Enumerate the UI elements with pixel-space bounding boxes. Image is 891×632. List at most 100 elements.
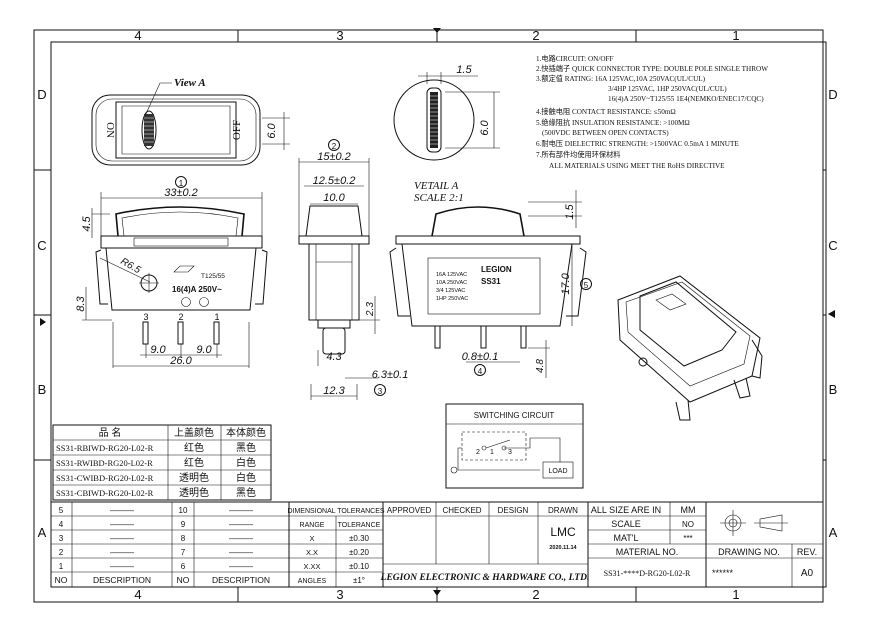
profile-view: LEGION SS31 16A 125VAC 10A 250VAC 3/4 12… bbox=[389, 190, 592, 378]
rev-dash: ——— bbox=[229, 534, 253, 543]
side-bottom-marker: 3 bbox=[378, 387, 383, 396]
terminal-label: 3 bbox=[143, 312, 148, 322]
parts-header: 本体颜色 bbox=[226, 426, 266, 439]
tolerance-value: ±1° bbox=[353, 576, 365, 585]
dim-front-width: 33±0.2 bbox=[164, 187, 198, 199]
parts-cell: SS31-RBIWD-RG20-L02-R bbox=[56, 443, 154, 453]
note-line: 1.电路CIRCUIT: ON/OFF bbox=[536, 54, 614, 63]
front-rating-text: 16(4)A 250V~ bbox=[172, 285, 222, 294]
dim-profile-170: 17.0 bbox=[560, 272, 572, 294]
parts-cell: 黑色 bbox=[236, 486, 256, 499]
rev-no: 2 bbox=[59, 548, 64, 557]
parts-cell: SS31-CBIWD-RG20-L02-R bbox=[56, 488, 154, 498]
projection-symbol-icon bbox=[720, 510, 788, 536]
dim-side-bottom: 12.3 bbox=[323, 385, 345, 397]
dim-side-63: 6.3±0.1 bbox=[372, 369, 409, 381]
parts-cell: 红色 bbox=[184, 456, 204, 469]
parts-cell: 红色 bbox=[184, 441, 204, 454]
col-label-bottom: 4 bbox=[134, 587, 141, 602]
profile-rating: 16A 125VAC bbox=[436, 272, 467, 278]
tolerance-value: ±0.10 bbox=[349, 562, 370, 571]
profile-rating: 10A 250VAC bbox=[436, 280, 467, 286]
dim-pitch-2: 9.0 bbox=[196, 344, 212, 356]
dim-detail-width: 1.5 bbox=[456, 64, 472, 76]
checked-label: CHECKED bbox=[442, 506, 481, 515]
mat-label: MAT'L bbox=[613, 533, 638, 543]
note-line: 6.耐电压 DIELECTRIC STRENGTH: >1500VAC 0.5m… bbox=[536, 139, 739, 148]
revision-table: 5 4 3 2 1 10 9 8 7 6 ——— ——— ——— ——— ———… bbox=[50, 501, 290, 588]
row-label-right: B bbox=[829, 382, 838, 397]
note-line: 7.所有部件均使用环保材料 bbox=[536, 150, 620, 159]
drawing-no-label: DRAWING NO. bbox=[718, 547, 780, 557]
row-label-right: C bbox=[828, 238, 837, 253]
parts-cell: 白色 bbox=[236, 471, 256, 484]
row-label-right: A bbox=[829, 525, 838, 540]
dim-profile-48: 4.8 bbox=[535, 359, 546, 373]
tolerance-header: RANGE bbox=[300, 522, 325, 529]
detail-a-title: VETAIL A bbox=[414, 180, 459, 192]
terminal-label: 2 bbox=[178, 312, 183, 322]
note-line: 16(4)A 250V~T125/55 1E4(NEMKO/ENEC17/CQC… bbox=[608, 95, 764, 103]
rev-no: 1 bbox=[59, 562, 64, 571]
tolerance-header: TOLERANCE bbox=[338, 522, 381, 529]
switching-circuit: SWITCHING CIRCUIT 2 1 3 LOAD bbox=[445, 403, 584, 489]
parts-cell: SS31-RWIBD-RG20-L02-R bbox=[56, 458, 153, 468]
note-line: 3.额定值 RATING: 16A 125VAC,10A 250VAC(UL/C… bbox=[536, 74, 706, 83]
row-label-left: C bbox=[37, 238, 46, 253]
row-label-right: D bbox=[828, 87, 837, 102]
parts-cell: 透明色 bbox=[179, 471, 209, 484]
dim-side-inner: 12.5±0.2 bbox=[313, 175, 356, 187]
spec-notes: 1.电路CIRCUIT: ON/OFF 2.快插端子 QUICK CONNECT… bbox=[536, 54, 768, 170]
dim-profile-08: 0.8±0.1 bbox=[462, 351, 499, 363]
parts-header: 上盖颜色 bbox=[174, 426, 214, 439]
rev-no: 4 bbox=[59, 520, 64, 529]
rev-header-no: NO bbox=[55, 575, 68, 585]
drawn-date: 2020.11.14 bbox=[549, 545, 577, 551]
profile-model: SS31 bbox=[481, 277, 501, 286]
tolerance-range: ANGLES bbox=[298, 578, 327, 585]
dim-front-tab: 4.5 bbox=[81, 215, 93, 231]
rev-header-desc: DESCRIPTION bbox=[93, 575, 151, 585]
front-view: 1 33±0.2 4.5 R6.5 8.3 T125/55 16(4)A 250… bbox=[75, 176, 268, 368]
col-label-bottom: 2 bbox=[532, 587, 539, 602]
parts-cell: 黑色 bbox=[236, 441, 256, 454]
dim-front-height: 8.3 bbox=[75, 295, 87, 311]
rev-value: A0 bbox=[801, 568, 814, 579]
rev-no: 5 bbox=[59, 506, 64, 515]
rev-no: 8 bbox=[181, 534, 186, 543]
design-label: DESIGN bbox=[498, 506, 529, 515]
col-label-top: 2 bbox=[532, 28, 539, 43]
title-block: APPROVED CHECKED DESIGN DRAWN LMC 2020.1… bbox=[380, 501, 824, 588]
tolerance-range: X.X bbox=[306, 548, 318, 557]
parts-cell: SS31-CWIBD-RG20-L02-R bbox=[56, 473, 154, 483]
grid-labels: 4 3 2 1 4 3 2 1 D C B A D C B A bbox=[37, 28, 837, 602]
col-label-bottom: 1 bbox=[732, 587, 739, 602]
material-no-label: MATERIAL NO. bbox=[616, 547, 679, 557]
view-a-label: View A bbox=[174, 77, 206, 89]
circuit-terminal: 2 bbox=[476, 449, 480, 456]
circuit-title: SWITCHING CIRCUIT bbox=[474, 411, 555, 420]
profile-side-marker: 5 bbox=[584, 281, 589, 290]
profile-bottom-marker: 4 bbox=[478, 367, 483, 376]
side-view-marker: 2 bbox=[332, 142, 337, 151]
rev-no: 6 bbox=[181, 562, 186, 571]
rev-no: 7 bbox=[181, 548, 186, 557]
circuit-terminal: 1 bbox=[490, 449, 494, 456]
note-line: (500VDC BETWEEN OPEN CONTACTS) bbox=[542, 129, 669, 137]
rev-dash: ——— bbox=[229, 506, 253, 515]
col-label-top: 1 bbox=[732, 28, 739, 43]
material-no-value: SS31-****D-RG20-L02-R bbox=[604, 569, 691, 578]
dim-side-width: 15±0.2 bbox=[317, 151, 351, 163]
parts-cell: 透明色 bbox=[179, 486, 209, 499]
rev-dash: ——— bbox=[229, 562, 253, 571]
dim-side-23: 2.3 bbox=[365, 302, 376, 317]
rev-header-desc: DESCRIPTION bbox=[212, 575, 270, 585]
detail-a-scale: SCALE 2:1 bbox=[414, 192, 464, 204]
rev-label: REV. bbox=[797, 547, 817, 557]
note-line: ALL MATERIALS USING MEET THE RoHS DIRECT… bbox=[549, 162, 725, 170]
dim-front-radius: R6.5 bbox=[119, 256, 143, 276]
rev-dash: ——— bbox=[229, 548, 253, 557]
parts-cell: 白色 bbox=[236, 456, 256, 469]
rev-dash: ——— bbox=[229, 520, 253, 529]
side-view: 2 15±0.2 12.5±0.2 10.0 2.3 4.3 6.3±0.1 1… bbox=[298, 139, 409, 400]
